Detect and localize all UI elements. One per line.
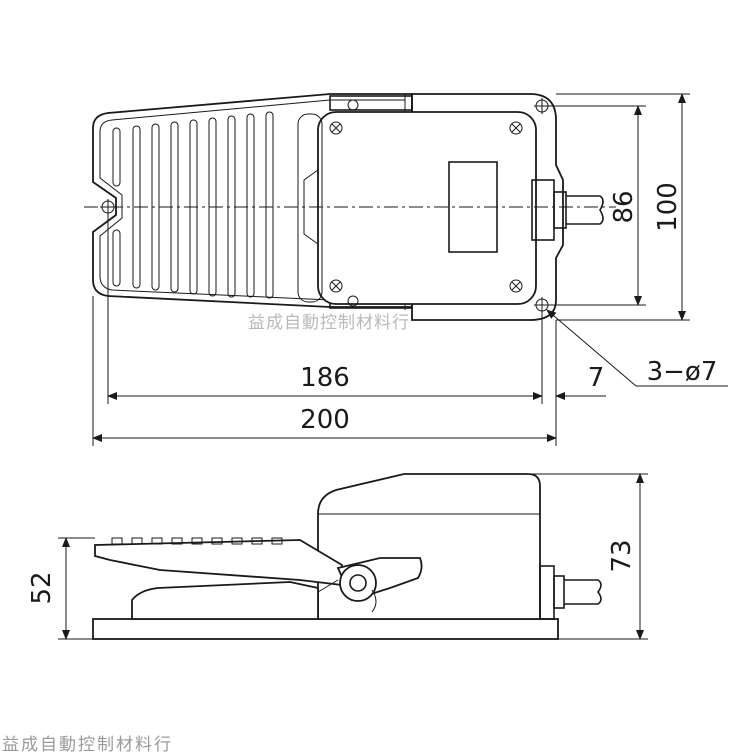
dim-200: 200	[300, 405, 350, 435]
dim-86: 86	[609, 190, 639, 223]
top-horizontal-dimensions: 186 200 7	[92, 215, 606, 446]
dim-186: 186	[300, 363, 350, 393]
cable-gland-side	[539, 565, 602, 620]
dim-100: 100	[653, 182, 683, 232]
dim-52: 52	[27, 571, 57, 604]
side-dimensions: 52 73	[27, 473, 648, 640]
dim-hole-spec: 3−ø7	[647, 357, 718, 387]
watermark-center: 益成自動控制材料行	[248, 313, 410, 333]
watermark-bottom: 益成自動控制材料行	[2, 735, 173, 755]
pedal-side	[94, 539, 343, 587]
top-view	[84, 93, 616, 321]
dim-73: 73	[607, 539, 637, 572]
side-view	[92, 473, 602, 640]
dim-7: 7	[588, 363, 605, 393]
box-screws	[329, 99, 523, 307]
hole-callout: 3−ø7	[546, 309, 728, 387]
hinge-pivot	[339, 564, 377, 602]
base-plate-side	[92, 618, 559, 640]
pedal-rib-bumps	[111, 537, 283, 545]
switch-box	[317, 111, 537, 305]
cable-gland-top	[531, 179, 604, 241]
pedal-rim	[99, 99, 406, 301]
top-vertical-dimensions: 86 100	[548, 93, 690, 321]
